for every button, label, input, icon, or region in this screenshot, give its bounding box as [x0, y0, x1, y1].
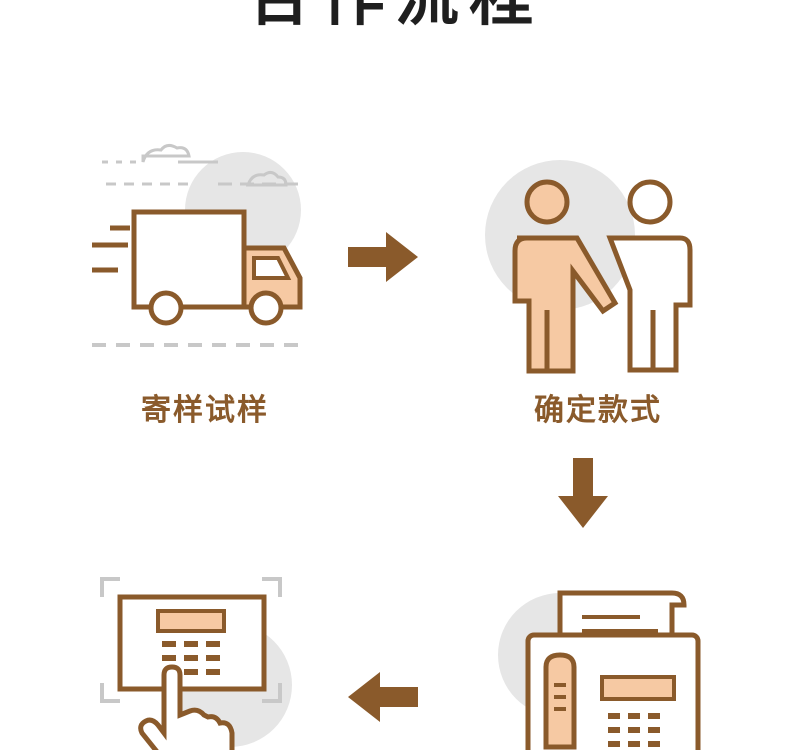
keypad-press-icon — [100, 577, 292, 750]
fax-machine-icon — [498, 590, 701, 750]
step-label-2: 确定款式 — [534, 393, 662, 428]
handshake-people-icon — [485, 160, 693, 374]
arrow-left-icon — [348, 672, 418, 722]
page-title: 合作流程 — [0, 0, 790, 30]
delivery-truck-icon — [92, 143, 308, 347]
step-label-1: 寄样试样 — [141, 393, 269, 428]
arrow-right-icon — [348, 232, 418, 282]
arrow-down-icon — [558, 458, 608, 528]
